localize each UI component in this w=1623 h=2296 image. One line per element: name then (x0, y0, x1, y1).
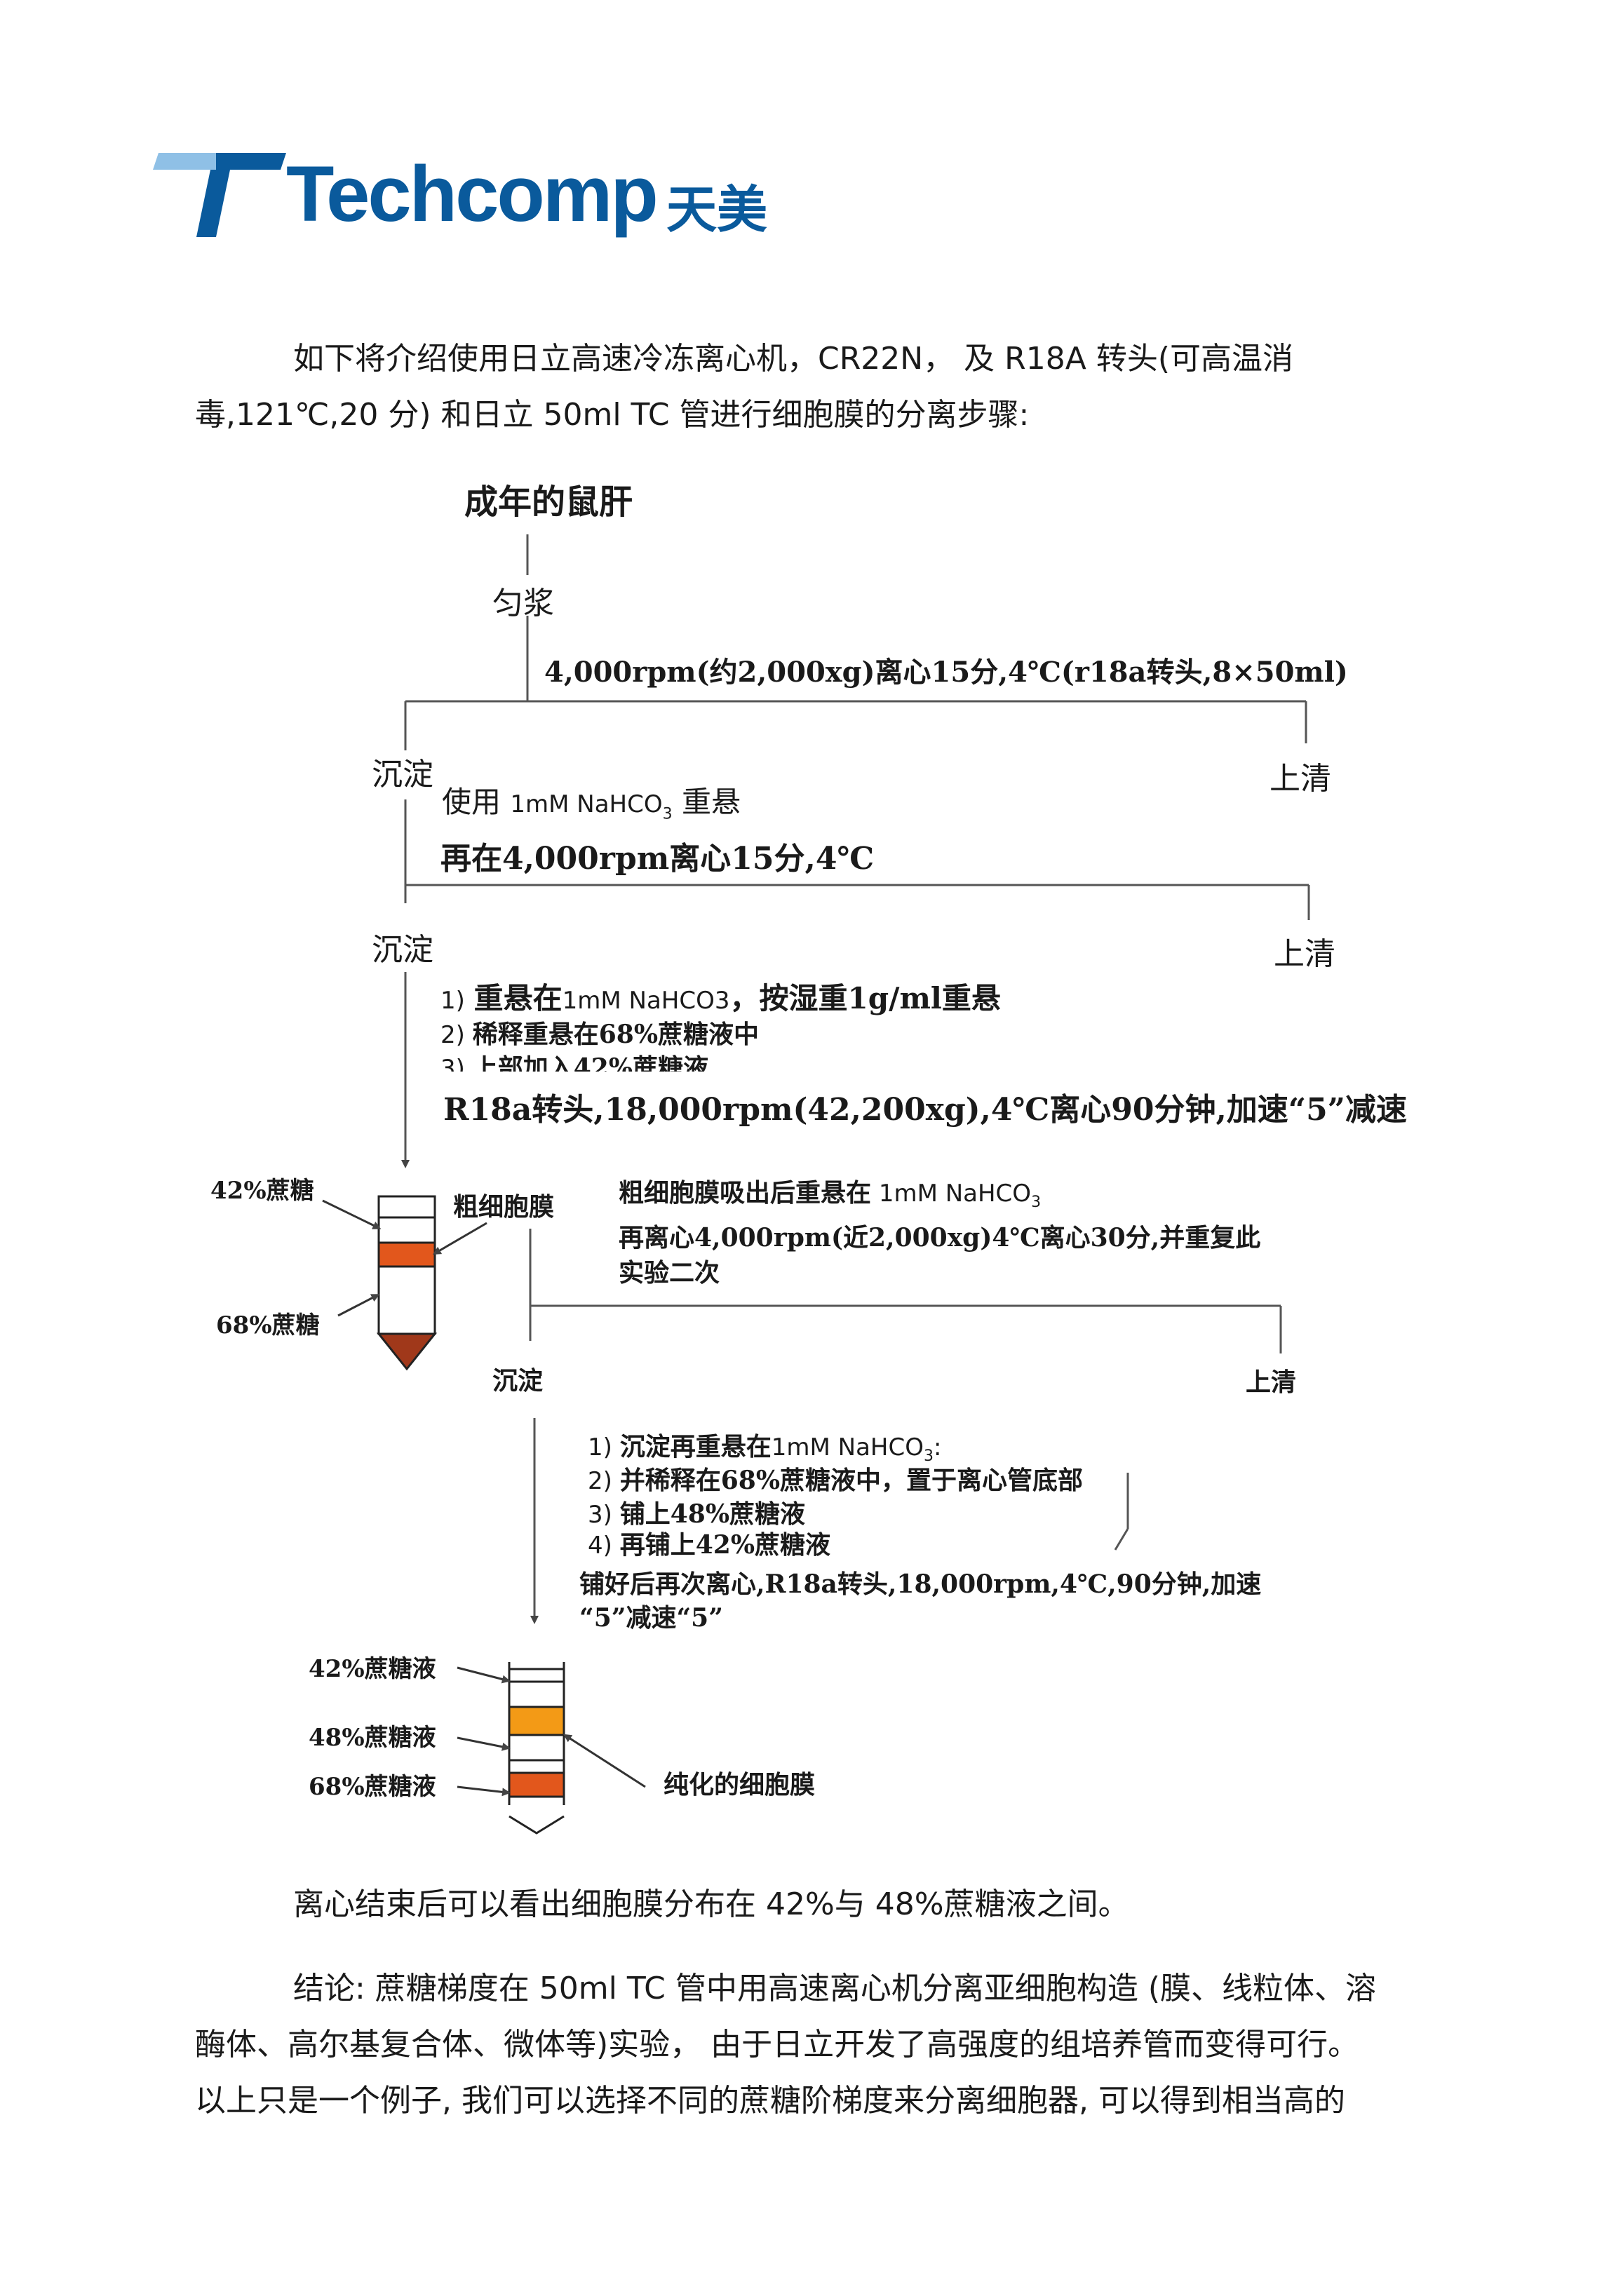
steps-b-4-num: 4) (588, 1532, 612, 1560)
crude-note-reagent: 1mM NaHCO (879, 1180, 1031, 1208)
tube-1-top-label: 42%蔗糖 (210, 1171, 314, 1206)
tube-2-label-3: 68%蔗糖液 (309, 1767, 436, 1802)
tube-2 (509, 1662, 564, 1833)
tube-2-label-2: 48%蔗糖液 (309, 1718, 436, 1753)
resuspend-1-pre: 使用 (442, 785, 501, 819)
tube-1 (379, 1196, 435, 1369)
crude-note-sub: 3 (1031, 1194, 1041, 1211)
spin-2-label: 再在4,000rpm离心15分,4℃ (440, 833, 874, 878)
pellet-2-label: 沉淀 (372, 924, 433, 969)
steps-a-1-pre: 重悬在 (474, 981, 563, 1015)
steps-b-2-text: 并稀释在68%蔗糖液中，置于离心管底部 (620, 1466, 1083, 1495)
conclusion-line-3: 以上只是一个例子, 我们可以选择不同的蔗糖阶梯度来分离细胞器, 可以得到相当高的 (195, 2073, 1345, 2129)
homogenize-label: 匀浆 (492, 578, 554, 623)
resuspend-1-post: 重悬 (682, 785, 741, 819)
resuspend-1-reagent: 1mM NaHCO (510, 790, 662, 818)
steps-b-1: 1) 沉淀再重悬在1mM NaHCO3: (588, 1426, 941, 1465)
resuspend-1-line: 使用 1mM NaHCO3 重悬 (442, 778, 741, 823)
start-label: 成年的鼠肝 (464, 474, 633, 523)
tube-1-band-label: 粗细胞膜 (453, 1187, 554, 1223)
steps-a-2-num: 2) (440, 1021, 465, 1049)
steps-b-4-text: 再铺上42%蔗糖液 (620, 1530, 830, 1560)
spin-1-label: 4,000rpm(约2,000xg)离心15分,4℃(r18a转头,8×50ml… (544, 649, 1348, 690)
crude-note-pre: 粗细胞膜吸出后重悬在 (619, 1178, 871, 1208)
steps-a-1-num: 1) (440, 987, 465, 1015)
steps-b-2: 2) 并稀释在68%蔗糖液中，置于离心管底部 (588, 1460, 1083, 1497)
tube-2-label-1: 42%蔗糖液 (309, 1649, 436, 1684)
spin-3-label: R18a转头,18,000rpm(42,200xg),4℃离心90分钟,加速“5… (443, 1084, 1407, 1129)
conclusion-line-1: 结论: 蔗糖梯度在 50ml TC 管中用高速离心机分离亚细胞构造 (膜、线粒体… (293, 1961, 1376, 2017)
tube-1-bottom-label: 68%蔗糖 (216, 1306, 320, 1340)
steps-b-1-post: : (934, 1433, 941, 1461)
conclusion-line-2: 酶体、高尔基复合体、微体等)实验， 由于日立开发了高强度的组培养管而变得可行。 (195, 2017, 1359, 2073)
crude-note-line-3: 实验二次 (619, 1252, 720, 1289)
pellet-3-label: 沉淀 (492, 1360, 543, 1397)
crude-note-line-1: 粗细胞膜吸出后重悬在 1mM NaHCO3 (619, 1173, 1041, 1211)
steps-a-2: 2) 稀释重悬在68%蔗糖液中 (440, 1014, 759, 1051)
steps-a-3-text: 上部加入42%蔗糖液 (473, 1053, 708, 1072)
steps-b-1-num: 1) (588, 1433, 612, 1461)
pellet-1-label: 沉淀 (372, 749, 433, 794)
steps-a-3-num: 3) (440, 1055, 465, 1072)
steps-a-1-reagent: 1mM NaHCO3 (563, 987, 730, 1015)
steps-a-1: 1) 重悬在1mM NaHCO3，按湿重1g/ml重悬 (440, 975, 1001, 1018)
steps-a-3: 3) 上部加入42%蔗糖液 (440, 1048, 708, 1072)
supernatant-1-label: 上清 (1270, 753, 1331, 798)
steps-b-1-pre: 沉淀再重悬在 (620, 1432, 772, 1461)
crude-note-line-2: 再离心4,000rpm(近2,000xg)4℃离心30分,并重复此 (619, 1217, 1260, 1254)
steps-b-4: 4) 再铺上42%蔗糖液 (588, 1525, 830, 1561)
spin-4-line-2: “5”减速“5” (579, 1598, 723, 1634)
steps-b-2-num: 2) (588, 1467, 612, 1495)
tube-2-band-label: 纯化的细胞膜 (664, 1764, 815, 1801)
steps-b-1-reagent: 1mM NaHCO (772, 1433, 924, 1461)
result-line: 离心结束后可以看出细胞膜分布在 42%与 48%蔗糖液之间。 (293, 1877, 1129, 1933)
steps-a-2-text: 稀释重悬在68%蔗糖液中 (473, 1020, 759, 1049)
resuspend-1-sub: 3 (663, 805, 673, 823)
supernatant-2-label: 上清 (1274, 928, 1335, 973)
spin-4-line-1: 铺好后再次离心,R18a转头,18,000rpm,4℃,90分钟,加速 (579, 1564, 1261, 1600)
supernatant-3-label: 上清 (1246, 1362, 1296, 1398)
steps-a-1-post: ，按湿重1g/ml重悬 (730, 981, 1001, 1015)
